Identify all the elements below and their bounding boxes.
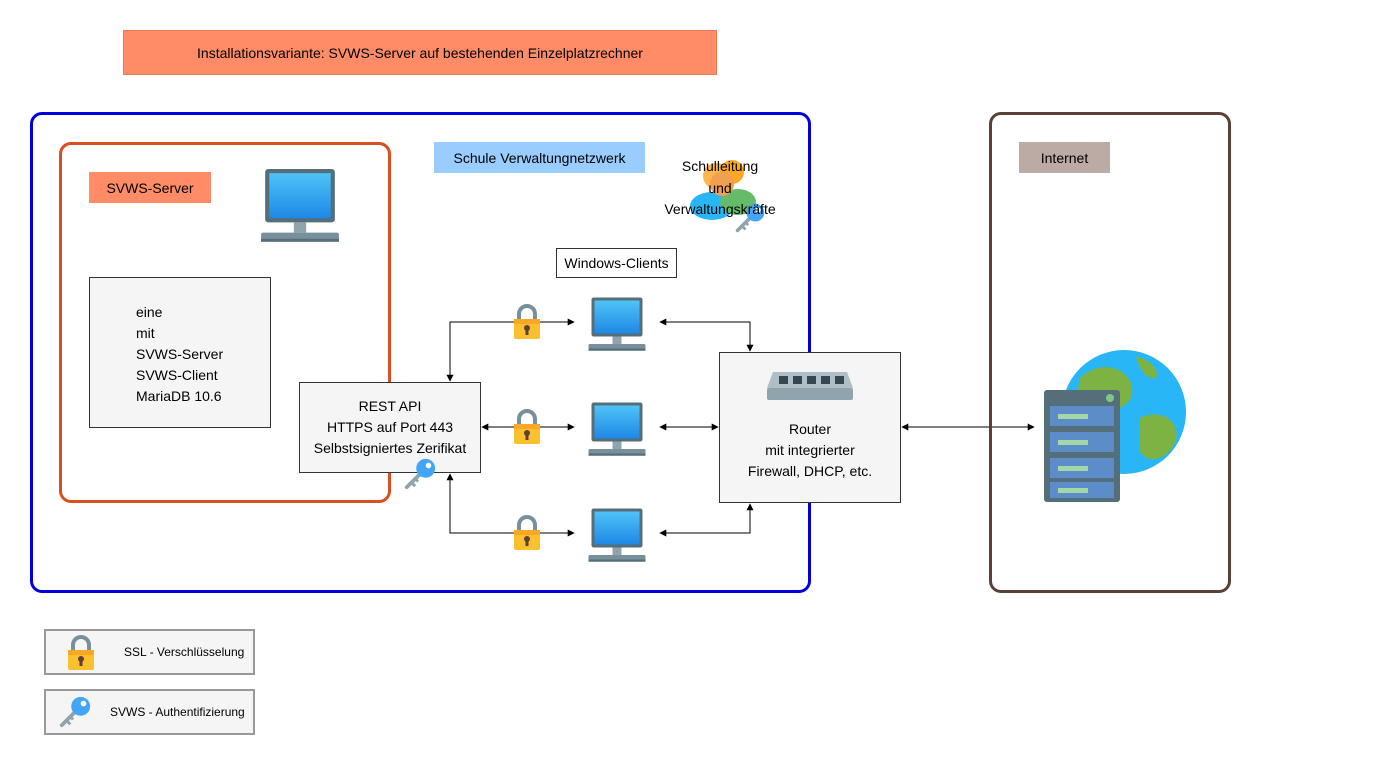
desktop-monitor-icon: [588, 297, 646, 351]
users-icon: [690, 160, 756, 220]
staff-line: und: [708, 179, 732, 196]
legend-auth-text: SVWS - Authentifizierung: [110, 705, 245, 719]
lock-icon: [512, 409, 542, 445]
legend-ssl-text: SSL - Verschlüsselung: [124, 645, 245, 659]
key-icon: [59, 695, 92, 728]
rest-api-line: Selbstsigniertes Zerifikat: [313, 440, 467, 456]
network-label-text: Schule Verwaltungnetzwerk: [453, 149, 626, 166]
server-label: SVWS-Server: [89, 172, 211, 203]
router-line: Firewall, DHCP, etc.: [747, 463, 873, 479]
staff-line: Schulleitung: [681, 158, 759, 174]
component-item: SVWS-Server: [136, 346, 224, 362]
rest-api-line: REST API: [358, 398, 422, 414]
component-item: MariaDB 10.6: [136, 388, 222, 404]
desktop-monitor-icon: [588, 402, 646, 456]
component-item: SVWS-Client: [136, 367, 218, 383]
title-banner: Installationsvariante: SVWS-Server auf b…: [123, 30, 717, 75]
windows-clients-text: Windows-Clients: [564, 255, 669, 271]
router-line: Router: [788, 421, 832, 437]
windows-clients-label: Windows-Clients: [556, 248, 677, 278]
staff-line: Verwaltungskräfte: [664, 201, 776, 217]
internet-zone: [989, 112, 1231, 593]
globe-server-icon: [1044, 350, 1186, 502]
rest-api-box: REST API HTTPS auf Port 443 Selbstsignie…: [299, 382, 481, 473]
network-label: Schule Verwaltungnetzwerk: [434, 142, 645, 173]
internet-label: Internet: [1019, 142, 1110, 173]
router-icon: [767, 372, 853, 400]
lock-icon: [512, 304, 542, 340]
legend-ssl: SSL - Verschlüsselung: [44, 629, 255, 675]
server-components-box: eine mit SVWS-Server SVWS-Client MariaDB…: [89, 277, 271, 428]
legend-auth: SVWS - Authentifizierung: [44, 689, 255, 735]
desktop-monitor-icon: [588, 508, 646, 562]
internet-label-text: Internet: [1040, 149, 1089, 166]
staff-label: Schulleitung und Verwaltungskräfte: [655, 156, 785, 221]
svws-server-zone: [59, 142, 391, 503]
lock-icon: [66, 635, 96, 671]
title-text: Installationsvariante: SVWS-Server auf b…: [197, 44, 643, 61]
lock-icon: [512, 515, 542, 551]
component-item: mit: [136, 325, 155, 341]
server-label-text: SVWS-Server: [106, 179, 194, 196]
rest-api-line: HTTPS auf Port 443: [326, 419, 454, 435]
key-icon: [404, 457, 437, 490]
router-line: mit integrierter: [765, 442, 855, 458]
component-item: eine: [136, 304, 163, 320]
